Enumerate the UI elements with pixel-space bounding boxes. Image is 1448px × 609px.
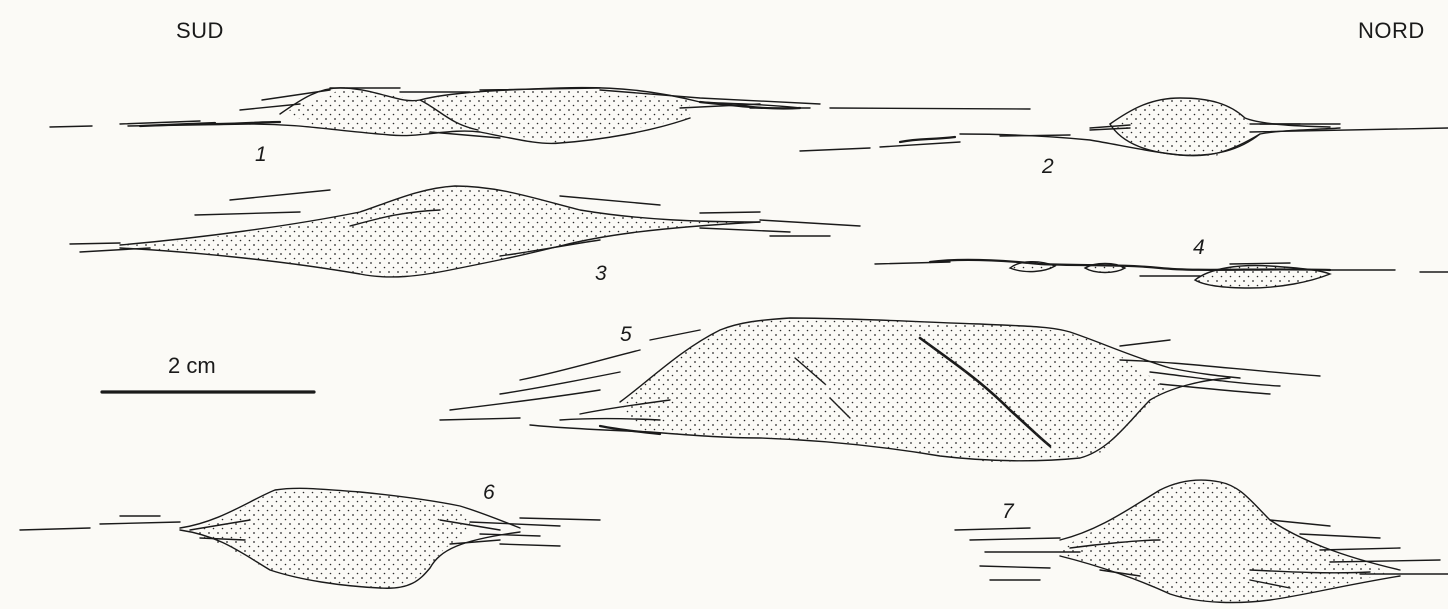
orientation-label-north: NORD [1358,18,1425,44]
lens-6-drawing [20,488,600,588]
lens-number-1: 1 [255,143,267,167]
lens-3-drawing [70,186,860,277]
lens-7-drawing [955,480,1448,602]
orientation-label-south: SUD [176,18,224,44]
lens-number-7: 7 [1002,500,1014,524]
lens-number-2: 2 [1042,155,1054,179]
lens-number-5: 5 [620,323,632,347]
lens-number-6: 6 [483,481,495,505]
lens-number-3: 3 [595,262,607,286]
lens-number-4: 4 [1193,236,1205,260]
scale-bar-label: 2 cm [168,353,216,379]
lens-5-drawing [440,318,1320,462]
lens-2-drawing [800,98,1448,156]
lens-1-drawing [50,88,1030,144]
lens-4-drawing [875,260,1448,288]
